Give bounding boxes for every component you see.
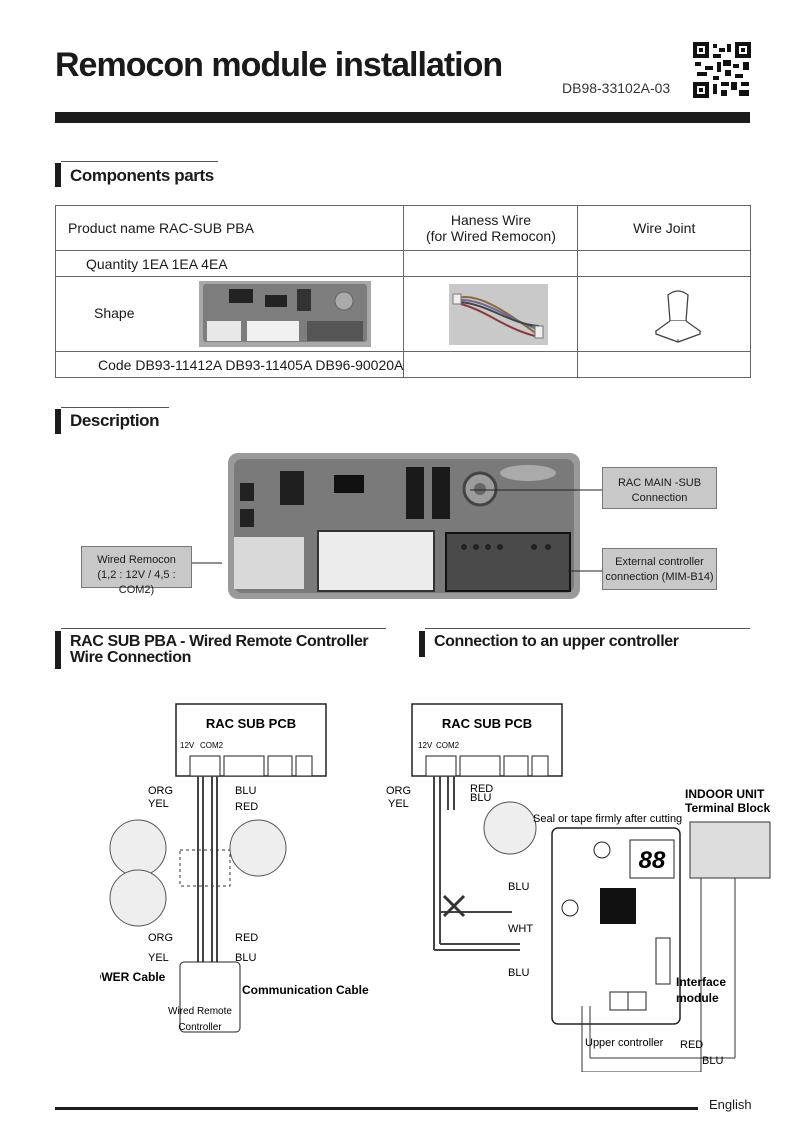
callout-line: Connection [631,492,688,504]
document-number: DB98-33102A-03 [562,80,671,96]
footer-language: English [709,1097,752,1112]
display-readout: 88 [639,847,666,874]
components-heading: Components parts [70,166,214,185]
section-rule [61,407,169,408]
pcb-label: RAC SUB PCB [206,716,296,731]
heading-line: Wire Connection [70,649,191,666]
footer-rule [55,1107,698,1110]
red-label-bottom: RED [235,932,258,944]
pcb-label: RAC SUB PCB [442,716,532,731]
product-name-cell: Product name RAC-SUB PBA [54,205,405,251]
haness-line-1: Haness Wire [450,212,531,228]
red-label: RED [470,783,493,795]
rac-main-sub-callout: RAC MAIN -SUB Connection [602,467,717,509]
interface-label: Interface [676,975,726,989]
pcb-photo [228,453,580,599]
haness-wire-header: Haness Wire (for Wired Remocon) [403,205,579,251]
section-rule [425,628,750,629]
controller-line-2: Controller [178,1022,222,1033]
wired-remocon-callout: Wired Remocon (1,2 : 12V / 4,5 : COM2) [81,546,192,596]
heading-line: RAC SUB PBA - Wired Remote Controller [70,633,369,650]
section-marker [55,163,61,187]
power-cable-label: POWER Cable [100,970,166,984]
pin-com2: COM2 [200,741,224,750]
callout-line: connection (MIM-B14) [605,571,714,583]
qr-code-icon [693,42,751,98]
quantity-cell: Quantity 1EA 1EA 4EA [54,250,405,277]
page-title: Remocon module installation [55,46,503,84]
terminal-block-label: Terminal Block [685,801,770,815]
blue-bottom-label: BLU [702,1055,723,1067]
shape-cell: Shape [54,276,405,352]
upper-controller-label: Upper controller [585,1037,664,1049]
wire-joint-icon [655,290,702,343]
orange-label: ORG [148,785,173,797]
callout-line: RAC MAIN -SUB [617,477,702,489]
orange-label-bottom: ORG [148,932,173,944]
code-text: Code DB93-11412A DB93-11405A DB96-90020A [98,356,404,373]
wire-joint-image-cell [577,276,751,352]
pin-12v: 12V [180,741,195,750]
controller-line-1: Wired Remote [168,1006,232,1017]
red-label: RED [235,801,258,813]
yellow-label-bottom: YEL [148,952,169,964]
code-cell: Code DB93-11412A DB93-11405A DB96-90020A [54,351,405,378]
callout-line: External controller [615,556,704,568]
white-wire-label: WHT [508,923,533,935]
blue-label: BLU [235,785,256,797]
external-controller-callout: External controller connection (MIM-B14) [602,548,717,590]
callout-line: Wired Remocon [97,554,176,566]
red-bottom-label: RED [680,1039,703,1051]
section-marker [55,409,61,434]
section-rule [61,161,218,162]
orange-label: ORG [386,785,411,797]
blue-label: BLU [470,792,491,804]
wire-joint-header: Wire Joint [577,205,751,251]
yellow-label: YEL [148,798,169,810]
blue-lower-label: BLU [508,967,529,979]
haness-wire-image [449,284,549,345]
left-wiring-heading: RAC SUB PBA - Wired Remote Controller Wi… [70,633,369,666]
section-rule [61,628,386,629]
pin-com2: COM2 [436,741,460,750]
callout-line: (1,2 : 12V / 4,5 : COM2) [97,569,176,596]
components-table: Product name RAC-SUB PBA Haness Wire (fo… [54,205,751,378]
seal-note: Seal or tape firmly after cutting [533,813,682,825]
blue-label-bottom: BLU [235,952,256,964]
left-wiring-diagram: RAC SUB PCB 12V COM2 ORG YEL BLU RED ORG… [100,703,369,1033]
section-marker [55,631,61,669]
blue-wire-label: BLU [508,881,529,893]
section-marker [419,631,425,657]
yellow-label: YEL [388,798,409,810]
haness-wire-image-cell [403,276,579,352]
communication-cable-label: Communication Cable [242,983,369,997]
pin-12v: 12V [418,741,433,750]
rac-sub-pba-image [199,281,371,347]
description-heading: Description [70,411,160,430]
right-wiring-heading: Connection to an upper controller [434,633,679,650]
indoor-unit-label: INDOOR UNIT [685,787,765,801]
header-rule [55,112,750,123]
shape-label: Shape [94,305,135,321]
haness-line-2: (for Wired Remocon) [425,228,556,244]
module-label: module [676,991,719,1005]
right-wiring-diagram: RAC SUB PCB 12V COM2 ORG YEL RED BLU Sea… [386,703,771,1072]
